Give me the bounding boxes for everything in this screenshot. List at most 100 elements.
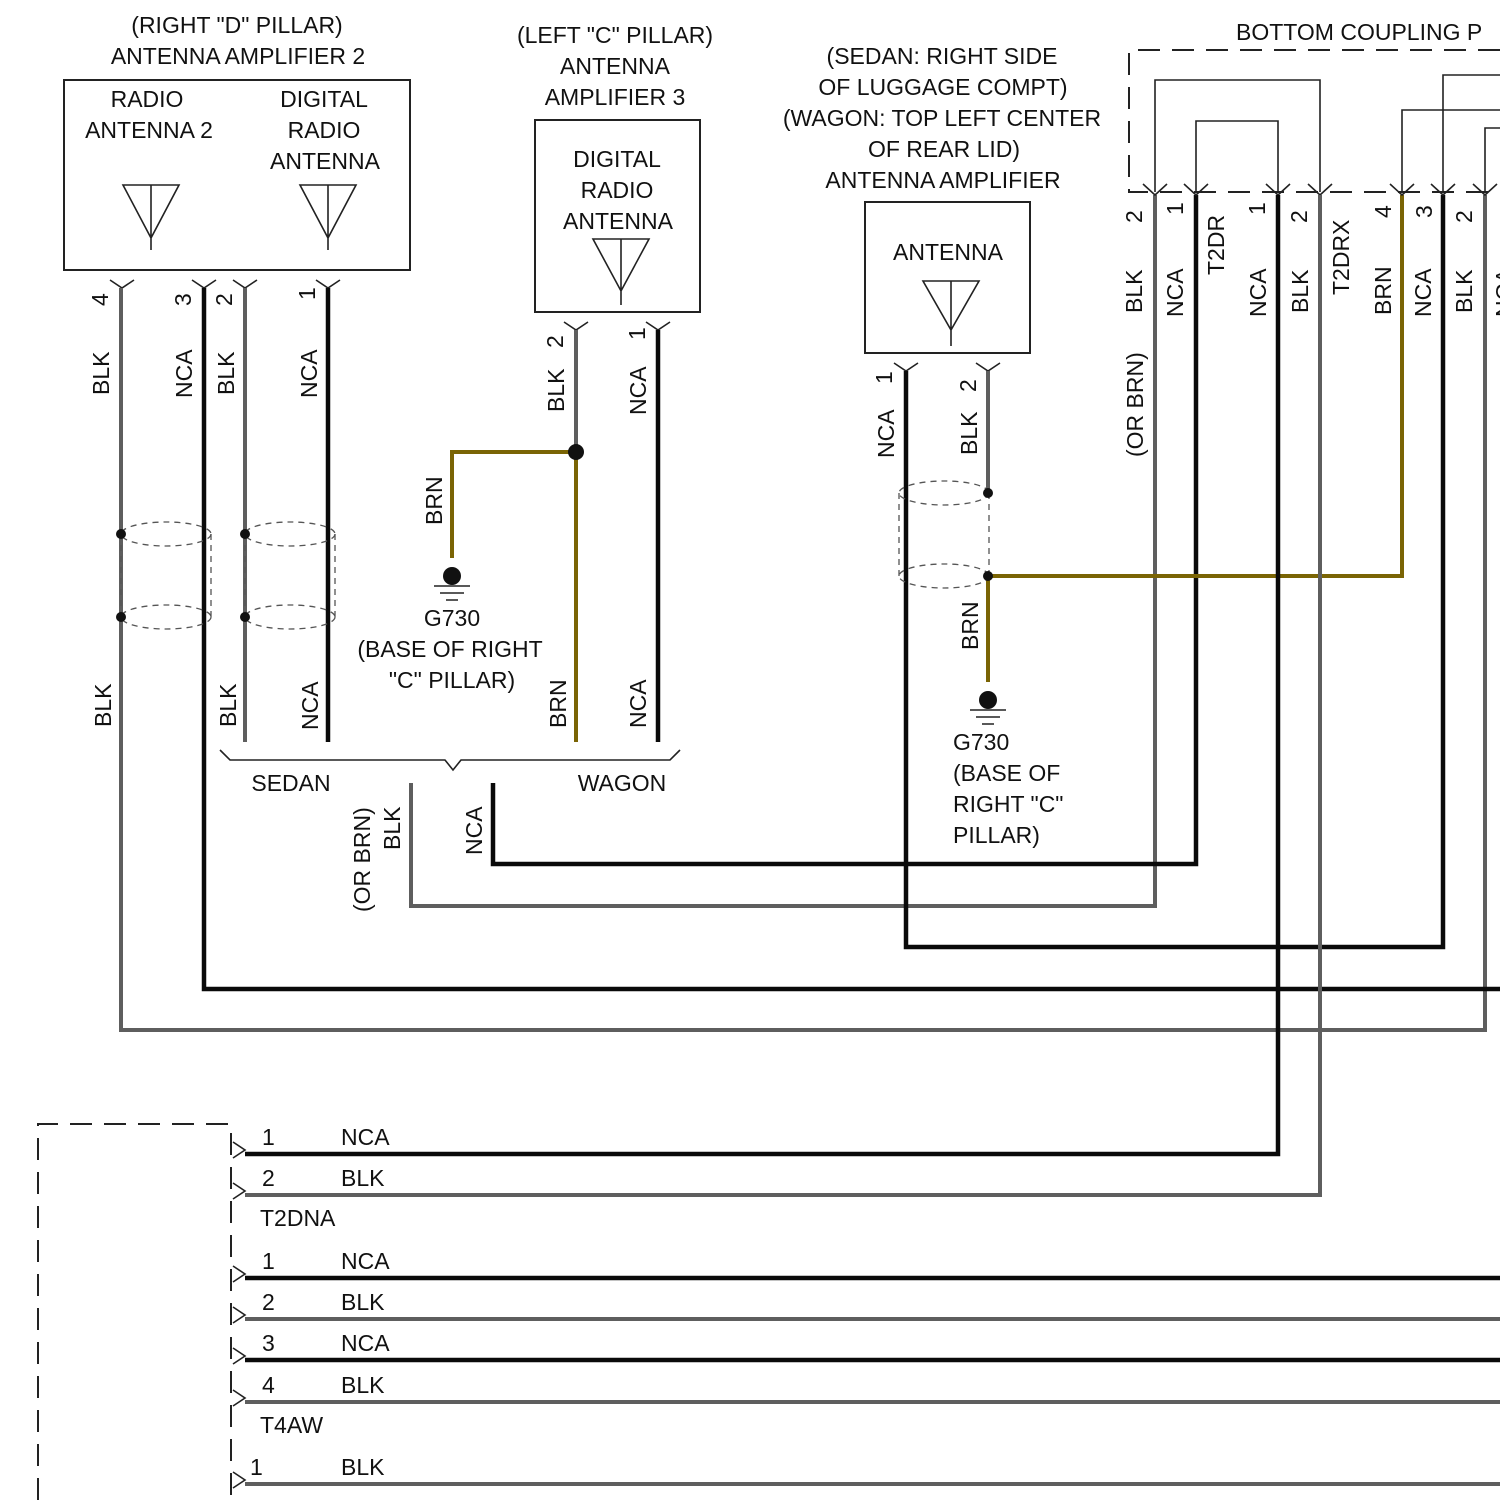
antenna-icon [300,185,356,250]
amp-main-location-4: OF REAR LID) [868,136,1020,162]
amp2-pin-4: 4 [87,293,113,306]
t2dna-color-2: BLK [341,1165,385,1191]
sw-or-brn: (OR BRN) [349,807,375,912]
t2dna-color-1: NCA [341,1124,390,1150]
amp2-pin-3: 3 [170,293,196,306]
shield-amp2-right [240,522,335,629]
antenna-icon [593,239,649,305]
coupling-wire-color: NCA [1245,268,1271,317]
coupling-connector-t2dr: T2DR [1203,215,1229,275]
ground-g730-right: G730 (BASE OF RIGHT "C" PILLAR) [953,691,1063,848]
amp-main-pin-1: 1 [871,371,897,384]
amp2-location: (RIGHT "D" PILLAR) [131,12,342,38]
wire-amp3-brn-ground [452,452,576,558]
amp2-right-label-2: RADIO [288,117,361,143]
ground-g730-left: G730 (BASE OF RIGHT "C" PILLAR) [357,567,542,693]
next-connector-terminal [233,1472,245,1488]
next-connector-pin-1: 1 [250,1454,263,1480]
amp2-pin-1: 1 [294,287,320,300]
splice-dot [568,444,584,460]
t4aw-pin-4: 4 [262,1372,275,1398]
amp-main-box [865,202,1030,353]
antenna-icon [123,185,179,250]
coupling-pin: 2 [1451,210,1477,223]
amp3-title-1: ANTENNA [560,53,671,79]
bottom-module-dashed-border [38,1124,231,1500]
amp2-right-label-3: ANTENNA [270,148,381,174]
wire-sw-nca [493,195,1196,864]
bottom-module: 1 NCA 2 BLK T2DNA 1 NCA 2 BLK 3 NCA 4 BL… [38,1124,390,1500]
shield-amp2-left [116,522,211,629]
t4aw-color-2: BLK [341,1289,385,1315]
antenna-amplifier-main: (SEDAN: RIGHT SIDE OF LUGGAGE COMPT) (WA… [783,43,1101,650]
amp-main-location-3: (WAGON: TOP LEFT CENTER [783,105,1101,131]
amp2-right-label-1: DIGITAL [280,86,368,112]
amp-main-wire-color-2: BLK [956,411,982,455]
amp3-wire-color-1: NCA [625,366,651,415]
coupling-pin: 1 [1162,202,1188,215]
sw-blk: BLK [379,806,405,850]
ground2-location-3: PILLAR) [953,822,1040,848]
t4aw-name: T4AW [260,1412,323,1438]
coupling-wire-color: NCA [1162,268,1188,317]
coupling-pin: 4 [1370,205,1396,218]
amp2-wire-color-1: NCA [296,349,322,398]
amp2-pin-2: 2 [211,293,237,306]
amp2-lower-color-3: NCA [297,681,323,730]
amp2-left-label-2: ANTENNA 2 [85,117,213,143]
t4aw-pin-1: 1 [262,1248,275,1274]
amp3-title-2: AMPLIFIER 3 [545,84,686,110]
ground2-location-2: RIGHT "C" [953,791,1063,817]
amp-main-label: ANTENNA [893,239,1004,265]
amp3-pin-1: 1 [624,327,650,340]
t2dna-pin-1: 1 [262,1124,275,1150]
t4aw-color-4: BLK [341,1372,385,1398]
amp3-ground-wire-color: BRN [421,476,447,525]
coupling-or-brn: (OR BRN) [1122,352,1148,457]
antenna-icon [923,281,979,346]
coupling-pin: 2 [1286,210,1312,223]
t4aw-terminals [233,1266,245,1406]
wire-coupling-blk-t2dna-2 [245,195,1320,1195]
coupling-wire-color: BLK [1287,269,1313,313]
coupling-jumper [1196,121,1278,192]
t2dna-name: T2DNA [260,1205,336,1231]
amp3-lower-color-1: BRN [545,679,571,728]
sw-nca: NCA [461,806,487,855]
t4aw-pin-3: 3 [262,1330,275,1356]
t4aw-pin-2: 2 [262,1289,275,1315]
amp3-lower-color-2: NCA [625,679,651,728]
ground1-location-1: (BASE OF RIGHT [357,636,542,662]
amp2-terminals [110,280,340,288]
amp2-wire-color-2: BLK [213,351,239,395]
amp3-wire-color-2: BLK [543,368,569,412]
coupling-wire-color: BRN [1370,266,1396,315]
amp2-lower-color-2: BLK [215,683,241,727]
ground2-location-1: (BASE OF [953,760,1060,786]
coupling-connector-t2drx: T2DRX [1328,220,1354,295]
coupling-dashed-border [1129,50,1500,192]
amp3-label-1: DIGITAL [573,146,661,172]
coupling-wire-color-cut: NCA [1491,268,1500,317]
t4aw-color-3: NCA [341,1330,390,1356]
coupling-wire-color: BLK [1451,269,1477,313]
variant-sedan: SEDAN [251,770,330,796]
amp3-pin-2: 2 [542,335,568,348]
amp-main-title: ANTENNA AMPLIFIER [825,167,1060,193]
ground1-id: G730 [424,605,480,631]
coupling-pin: 1 [1244,202,1270,215]
coupling-jumper [1443,75,1500,192]
ground1-location-2: "C" PILLAR) [389,667,515,693]
amp-main-terminals [894,363,1000,371]
amp-main-location-1: (SEDAN: RIGHT SIDE [827,43,1058,69]
amp2-lower-color-1: BLK [90,683,116,727]
amp3-location: (LEFT "C" PILLAR) [517,22,713,48]
t4aw-color-1: NCA [341,1248,390,1274]
coupling-title: BOTTOM COUPLING P [1236,19,1482,45]
amp3-label-2: RADIO [581,177,654,203]
amp-main-ground-wire-color: BRN [957,601,983,650]
coupling-jumper [1155,80,1320,192]
amp3-terminals [564,322,670,330]
t2dna-pin-2: 2 [262,1165,275,1191]
